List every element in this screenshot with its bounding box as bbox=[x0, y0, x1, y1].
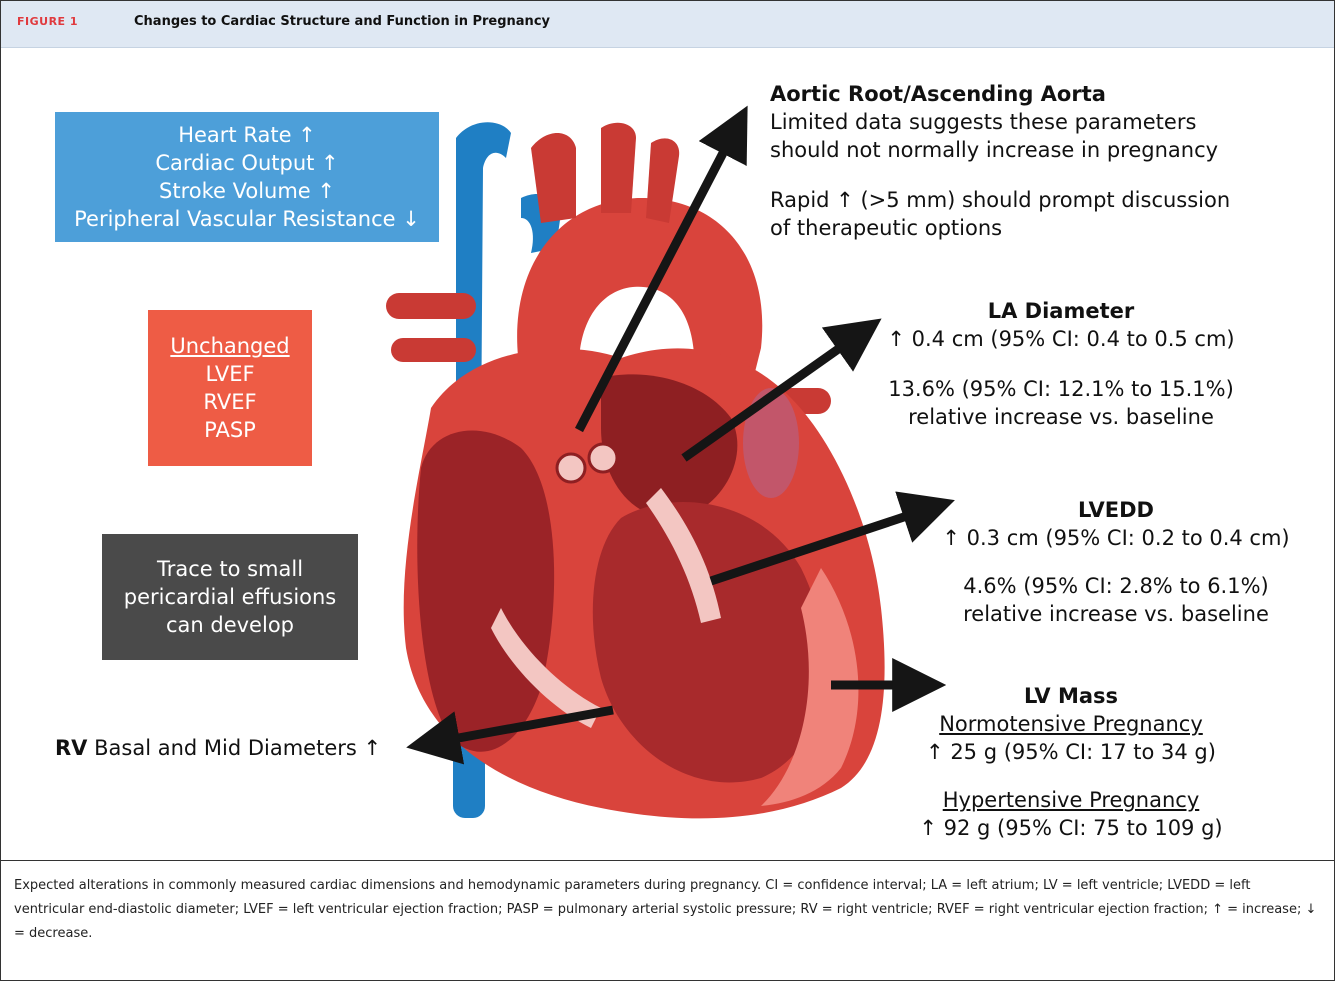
aortic-valve-2 bbox=[589, 444, 617, 472]
rv-text: Basal and Mid Diameters ↑ bbox=[87, 736, 381, 760]
aortic-root-line-3: Rapid ↑ (>5 mm) should prompt discussion bbox=[770, 186, 1290, 214]
rv-label: RV bbox=[55, 736, 87, 760]
hemo-cardiac-output: Cardiac Output ↑ bbox=[155, 149, 338, 177]
lvedd-value: ↑ 0.3 cm (95% CI: 0.2 to 0.4 cm) bbox=[931, 524, 1301, 552]
effusion-line-2: pericardial effusions bbox=[124, 583, 337, 611]
lvedd-title: LVEDD bbox=[931, 496, 1301, 524]
lv-mass-hyper-value: ↑ 92 g (95% CI: 75 to 109 g) bbox=[901, 814, 1241, 842]
figure-title: Changes to Cardiac Structure and Functio… bbox=[134, 14, 550, 29]
lvedd-relative: 4.6% (95% CI: 2.8% to 6.1%) bbox=[931, 572, 1301, 600]
lvedd-note: relative increase vs. baseline bbox=[931, 600, 1301, 628]
lv-mass-annotation: LV Mass Normotensive Pregnancy ↑ 25 g (9… bbox=[901, 682, 1241, 842]
hemodynamics-box: Heart Rate ↑ Cardiac Output ↑ Stroke Vol… bbox=[55, 112, 439, 242]
figure-label: FIGURE 1 bbox=[17, 15, 78, 28]
hemo-heart-rate: Heart Rate ↑ bbox=[178, 121, 316, 149]
la-diameter-note: relative increase vs. baseline bbox=[871, 403, 1251, 431]
unchanged-box: Unchanged LVEF RVEF PASP bbox=[148, 310, 312, 466]
great-vessel-2 bbox=[601, 123, 636, 213]
pulmonary-vessel-left-2 bbox=[391, 338, 476, 362]
figure-canvas: Heart Rate ↑ Cardiac Output ↑ Stroke Vol… bbox=[1, 48, 1335, 860]
effusion-line-1: Trace to small bbox=[157, 555, 303, 583]
figure-header: FIGURE 1 Changes to Cardiac Structure an… bbox=[1, 1, 1334, 48]
unchanged-lvef: LVEF bbox=[205, 360, 254, 388]
aortic-root-title: Aortic Root/Ascending Aorta bbox=[770, 80, 1290, 108]
unchanged-heading: Unchanged bbox=[170, 332, 289, 360]
pericardium-edge bbox=[743, 388, 799, 498]
aortic-root-annotation: Aortic Root/Ascending Aorta Limited data… bbox=[770, 80, 1290, 242]
la-diameter-annotation: LA Diameter ↑ 0.4 cm (95% CI: 0.4 to 0.5… bbox=[871, 297, 1251, 431]
aortic-valve-1 bbox=[557, 454, 585, 482]
lv-mass-hyper-label: Hypertensive Pregnancy bbox=[901, 786, 1241, 814]
pulmonary-vessel-left-1 bbox=[386, 293, 476, 319]
effusion-line-3: can develop bbox=[166, 611, 294, 639]
la-diameter-relative: 13.6% (95% CI: 12.1% to 15.1%) bbox=[871, 375, 1251, 403]
hemo-stroke-volume: Stroke Volume ↑ bbox=[159, 177, 335, 205]
la-diameter-title: LA Diameter bbox=[871, 297, 1251, 325]
lvedd-annotation: LVEDD ↑ 0.3 cm (95% CI: 0.2 to 0.4 cm) 4… bbox=[931, 496, 1301, 628]
lv-mass-normo-value: ↑ 25 g (95% CI: 17 to 34 g) bbox=[901, 738, 1241, 766]
caption-divider bbox=[1, 860, 1334, 861]
aortic-root-line-1: Limited data suggests these parameters bbox=[770, 108, 1290, 136]
lv-mass-title: LV Mass bbox=[901, 682, 1241, 710]
figure-caption: Expected alterations in commonly measure… bbox=[14, 874, 1319, 946]
right-ventricle bbox=[417, 431, 554, 752]
la-diameter-value: ↑ 0.4 cm (95% CI: 0.4 to 0.5 cm) bbox=[871, 325, 1251, 353]
lv-mass-normo-label: Normotensive Pregnancy bbox=[901, 710, 1241, 738]
aortic-root-line-4: of therapeutic options bbox=[770, 214, 1290, 242]
unchanged-rvef: RVEF bbox=[203, 388, 256, 416]
aortic-root-line-2: should not normally increase in pregnanc… bbox=[770, 136, 1290, 164]
effusion-box: Trace to small pericardial effusions can… bbox=[102, 534, 358, 660]
hemo-pvr: Peripheral Vascular Resistance ↓ bbox=[74, 205, 420, 233]
unchanged-pasp: PASP bbox=[204, 416, 256, 444]
rv-annotation: RV Basal and Mid Diameters ↑ bbox=[55, 734, 415, 762]
